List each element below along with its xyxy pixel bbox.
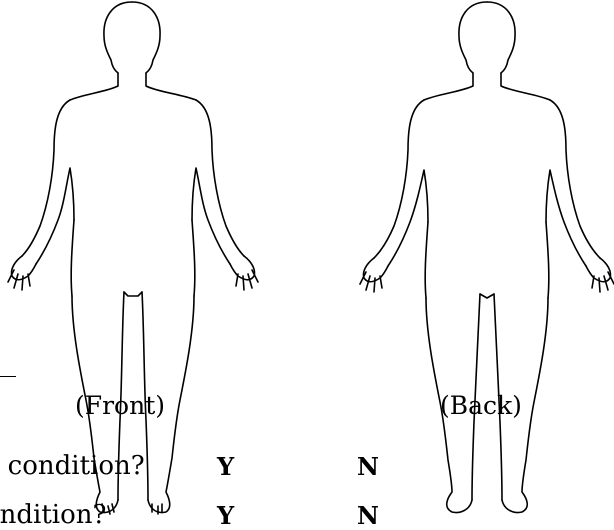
question-2-text: ondition? <box>0 502 106 528</box>
question-2-no-option[interactable]: N <box>357 504 379 528</box>
question-1-yes-option[interactable]: Y <box>217 455 234 479</box>
front-caption: (Front) <box>75 393 165 418</box>
body-front-icon <box>0 0 270 523</box>
question-1-text: e condition? <box>0 453 145 479</box>
question-2-yes-option[interactable]: Y <box>217 504 234 528</box>
question-1-no-option[interactable]: N <box>357 455 379 479</box>
body-back-icon <box>340 0 614 523</box>
back-caption: (Back) <box>440 393 522 418</box>
